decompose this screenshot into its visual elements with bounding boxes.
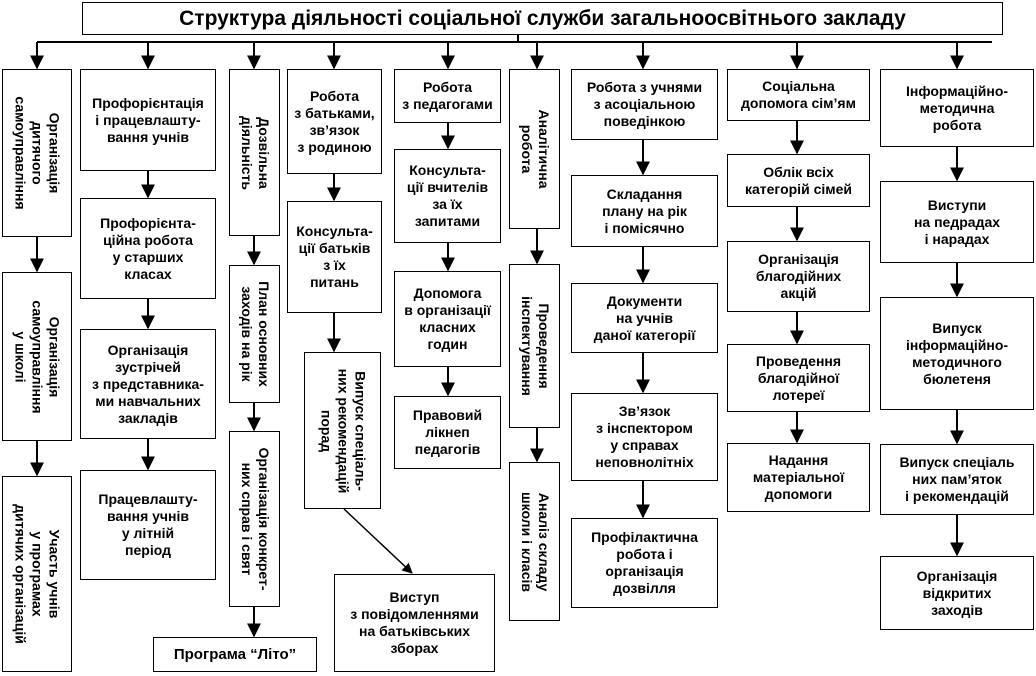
node-class-analysis-label: Аналіз складу школи і класів xyxy=(518,491,552,592)
node-leisure: Дозвільна діяльність xyxy=(229,69,280,236)
node-recommendations-label: Випуск спеціаль- них рекомендацій порад xyxy=(318,368,368,493)
node-parents-work: Робота з батьками, зв’язок з родиною xyxy=(287,69,382,174)
node-leisure-label: Дозвільна діяльність xyxy=(238,115,272,190)
node-career-guidance: Профорієнтація і працевлашту- вання учні… xyxy=(80,69,216,171)
node-school-self-government-label: Організація самоуправління у школі xyxy=(12,299,63,414)
node-bulletin: Випуск інформаційно- методичного бюлетен… xyxy=(880,297,1034,410)
node-annual-plan-label: План основних заходів на рік xyxy=(238,281,272,387)
diagram-title: Структура діяльності соціальної служби з… xyxy=(82,2,1003,35)
node-charity-lottery: Проведення благодійної лотереї xyxy=(727,344,870,412)
node-planning: Складання плану на рік і помісячно xyxy=(571,175,718,247)
node-family-aid: Соціальна допомога сім’ям xyxy=(727,69,870,121)
node-analytics: Аналітична робота xyxy=(509,69,560,229)
node-self-government-label: Організація дитячого самоуправління xyxy=(12,96,63,210)
node-school-self-government: Організація самоуправління у школі xyxy=(2,272,72,441)
node-parent-meetings: Виступ з повідомленнями на батьківських … xyxy=(334,574,495,672)
node-meetings: Організація зустрічей з представника- ми… xyxy=(80,329,216,439)
node-self-government: Організація дитячого самоуправління xyxy=(2,69,72,237)
node-charity-actions: Організація благодійних акцій xyxy=(727,241,870,312)
node-children-organizations-label: Участь учнів у програмах дитячих організ… xyxy=(12,504,63,644)
node-open-events: Організація відкритих заходів xyxy=(880,556,1034,630)
node-summer-employment: Працевлашту- вання учнів у літній період xyxy=(80,470,216,580)
node-teacher-consultations: Консульта- ції вчителів за їх запитами xyxy=(394,149,501,243)
node-annual-plan: План основних заходів на рік xyxy=(229,265,280,403)
node-class-analysis: Аналіз складу школи і класів xyxy=(509,462,560,621)
node-info-methods: Інформаційно- методична робота xyxy=(880,69,1034,147)
node-events: Організація конкрет- них справ і свят xyxy=(229,431,280,607)
node-children-organizations: Участь учнів у програмах дитячих організ… xyxy=(2,476,72,672)
node-senior-classes: Профорієнта- ційна робота у старших клас… xyxy=(80,198,216,299)
node-inspection-label: Проведення інспектування xyxy=(518,296,552,396)
node-prevention: Профілактична робота і організація дозві… xyxy=(571,518,718,608)
node-asocial-work: Робота з учнями з асоціальною поведінкою xyxy=(571,69,718,140)
node-memos: Випуск спеціаль них пам’яток і рекоменда… xyxy=(880,444,1034,515)
node-analytics-label: Аналітична робота xyxy=(518,109,552,189)
node-teachers-work: Робота з педагогами xyxy=(394,69,501,123)
node-events-label: Організація конкрет- них справ і свят xyxy=(238,447,272,591)
node-inspection: Проведення інспектування xyxy=(509,264,560,428)
node-council-speeches: Виступи на педрадах і нарадах xyxy=(880,181,1034,263)
node-material-aid: Надання матеріальної допомоги xyxy=(727,443,870,512)
node-recommendations: Випуск спеціаль- них рекомендацій порад xyxy=(304,352,381,509)
node-family-registry: Облік всіх категорій сімей xyxy=(727,154,870,207)
node-inspector-link: Зв’язок з інспектором у справах неповнол… xyxy=(571,393,718,481)
node-legal-education: Правовий лікнеп педагогів xyxy=(394,396,501,469)
node-student-documents: Документи на учнів даної категорії xyxy=(571,283,718,353)
node-parent-consultations: Консульта- ції батьків з їх питань xyxy=(287,201,382,313)
node-class-hours: Допомога в організації класних годин xyxy=(394,271,501,367)
node-summer-program: Програма “Літо” xyxy=(153,637,317,672)
